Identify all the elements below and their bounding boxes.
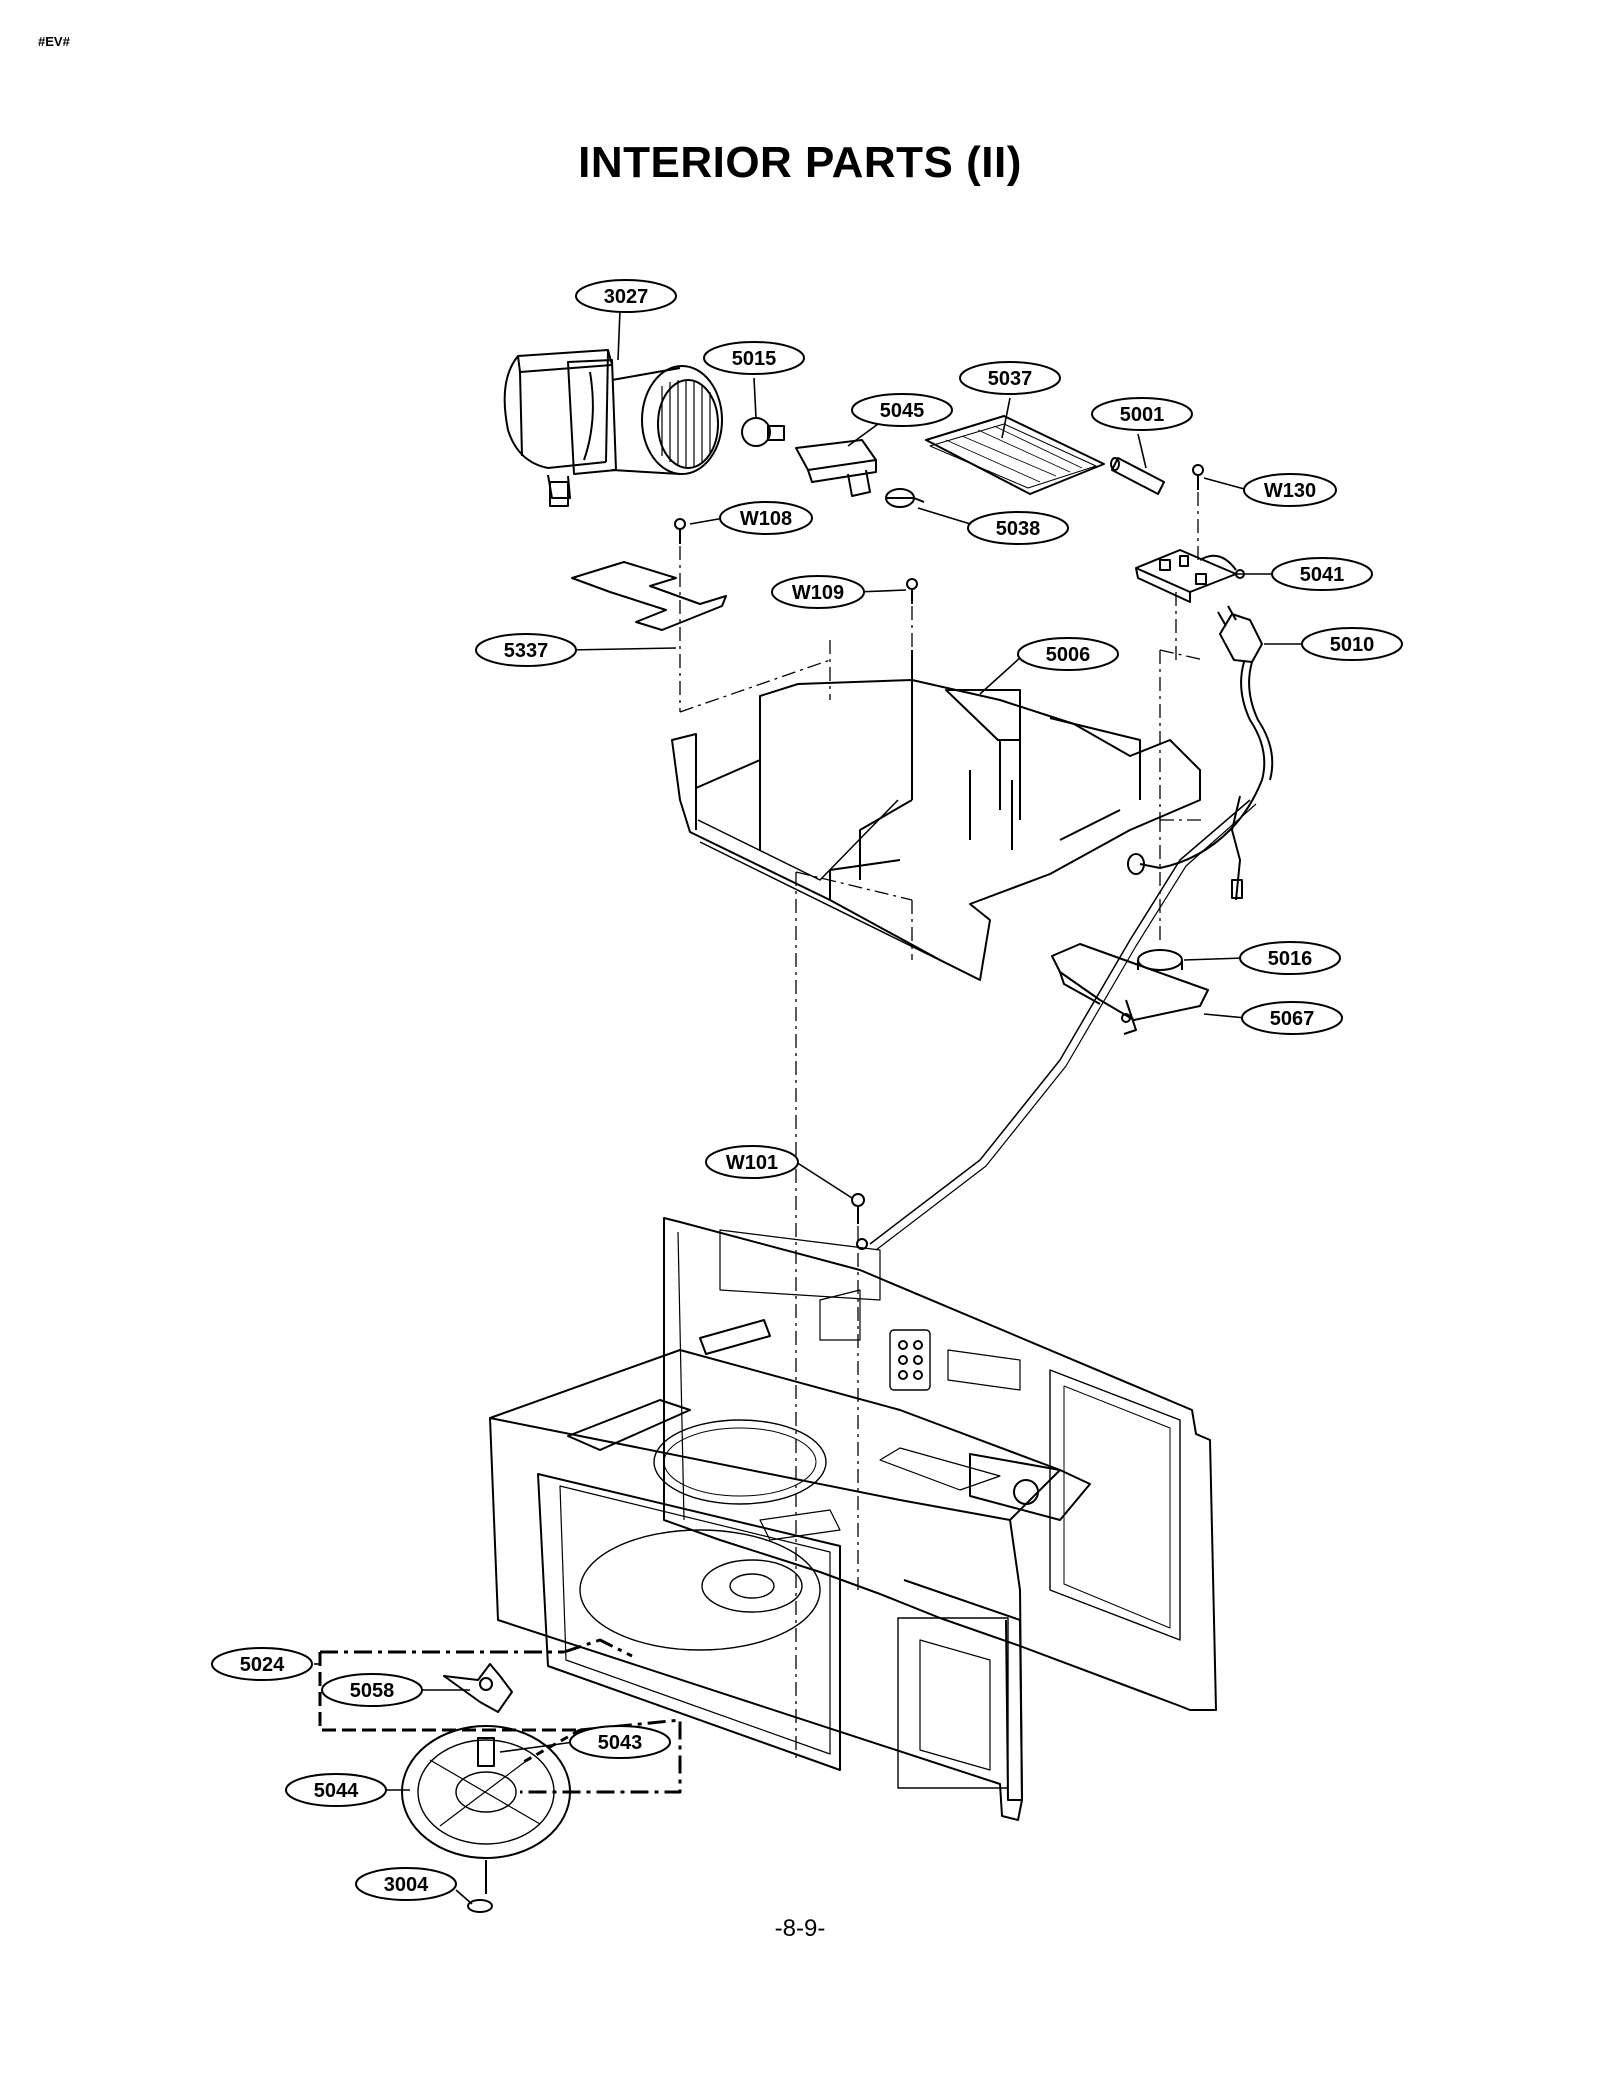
- callout-5016: 5016: [1239, 941, 1341, 975]
- blower-motor-drawing: [503, 349, 723, 507]
- part-label-5337: 5337: [504, 640, 549, 662]
- part-label-5058: 5058: [350, 1680, 395, 1702]
- callout-5006: 5006: [1017, 637, 1119, 671]
- leader-lines: [314, 309, 1306, 1905]
- part-label-3027: 3027: [604, 286, 649, 308]
- part-label-5001: 5001: [1120, 404, 1165, 426]
- part-label-5044: 5044: [314, 1780, 359, 1802]
- thermostat-drawing: [885, 488, 925, 508]
- part-label-5067: 5067: [1270, 1008, 1315, 1030]
- part-label-5006: 5006: [1046, 644, 1091, 666]
- part-label-5015: 5015: [732, 348, 777, 370]
- part-label-5043: 5043: [598, 1732, 643, 1754]
- callout-5041: 5041: [1271, 557, 1373, 591]
- page-number: -8-9-: [774, 1915, 826, 1942]
- fuse-drawing: [1110, 457, 1165, 495]
- lamp-socket-drawing: [795, 439, 877, 497]
- part-label-5041: 5041: [1300, 564, 1345, 586]
- noise-filter-drawing: [1135, 549, 1245, 603]
- document-code: #EV#: [38, 34, 70, 49]
- thermostat-bracket-drawing: [1051, 943, 1209, 1035]
- callout-5015: 5015: [703, 341, 805, 375]
- callout-5058: 5058: [321, 1673, 423, 1707]
- assembly-lines: [679, 492, 1205, 1760]
- callout-5044: 5044: [285, 1773, 387, 1807]
- lamp-drawing: [741, 417, 785, 447]
- filter-drawing: [925, 415, 1105, 495]
- cavity-drawing: [489, 1217, 1217, 1821]
- part-label-W108: W108: [740, 508, 792, 530]
- insulation-sheet-drawing: [571, 561, 727, 631]
- part-label-5010: 5010: [1330, 634, 1375, 656]
- part-label-W130: W130: [1264, 480, 1316, 502]
- page-title: INTERIOR PARTS (II): [578, 138, 1022, 187]
- callout-W108: W108: [719, 501, 813, 535]
- callout-3027: 3027: [575, 279, 677, 313]
- callout-5010: 5010: [1301, 627, 1403, 661]
- callout-5024: 5024: [211, 1647, 313, 1681]
- callout-5038: 5038: [967, 511, 1069, 545]
- air-guide-drawing: [671, 650, 1201, 981]
- callout-5045: 5045: [851, 393, 953, 427]
- assembly-group-5024-box: [318, 1638, 682, 1794]
- callout-W130: W130: [1243, 473, 1337, 507]
- callout-5001: 5001: [1091, 397, 1193, 431]
- part-label-5016: 5016: [1268, 948, 1313, 970]
- callout-W109: W109: [771, 575, 865, 609]
- part-label-W101: W101: [726, 1152, 778, 1174]
- screw-w130-drawing: [1192, 464, 1204, 490]
- callout-5067: 5067: [1241, 1001, 1343, 1035]
- part-label-5024: 5024: [240, 1654, 285, 1676]
- part-label-3004: 3004: [384, 1874, 429, 1896]
- screw-w101-drawing: [851, 1193, 868, 1250]
- callout-W101: W101: [705, 1145, 799, 1179]
- part-label-W109: W109: [792, 582, 844, 604]
- callout-3004: 3004: [355, 1867, 457, 1901]
- screw-w108-drawing: [674, 518, 686, 544]
- callout-5337: 5337: [475, 633, 577, 667]
- power-cord-drawing: [869, 605, 1274, 1251]
- part-label-5038: 5038: [996, 518, 1041, 540]
- part-label-5037: 5037: [988, 368, 1033, 390]
- callout-5043: 5043: [569, 1725, 671, 1759]
- callout-5037: 5037: [959, 361, 1061, 395]
- screw-w109-drawing: [906, 578, 918, 604]
- part-label-5045: 5045: [880, 400, 925, 422]
